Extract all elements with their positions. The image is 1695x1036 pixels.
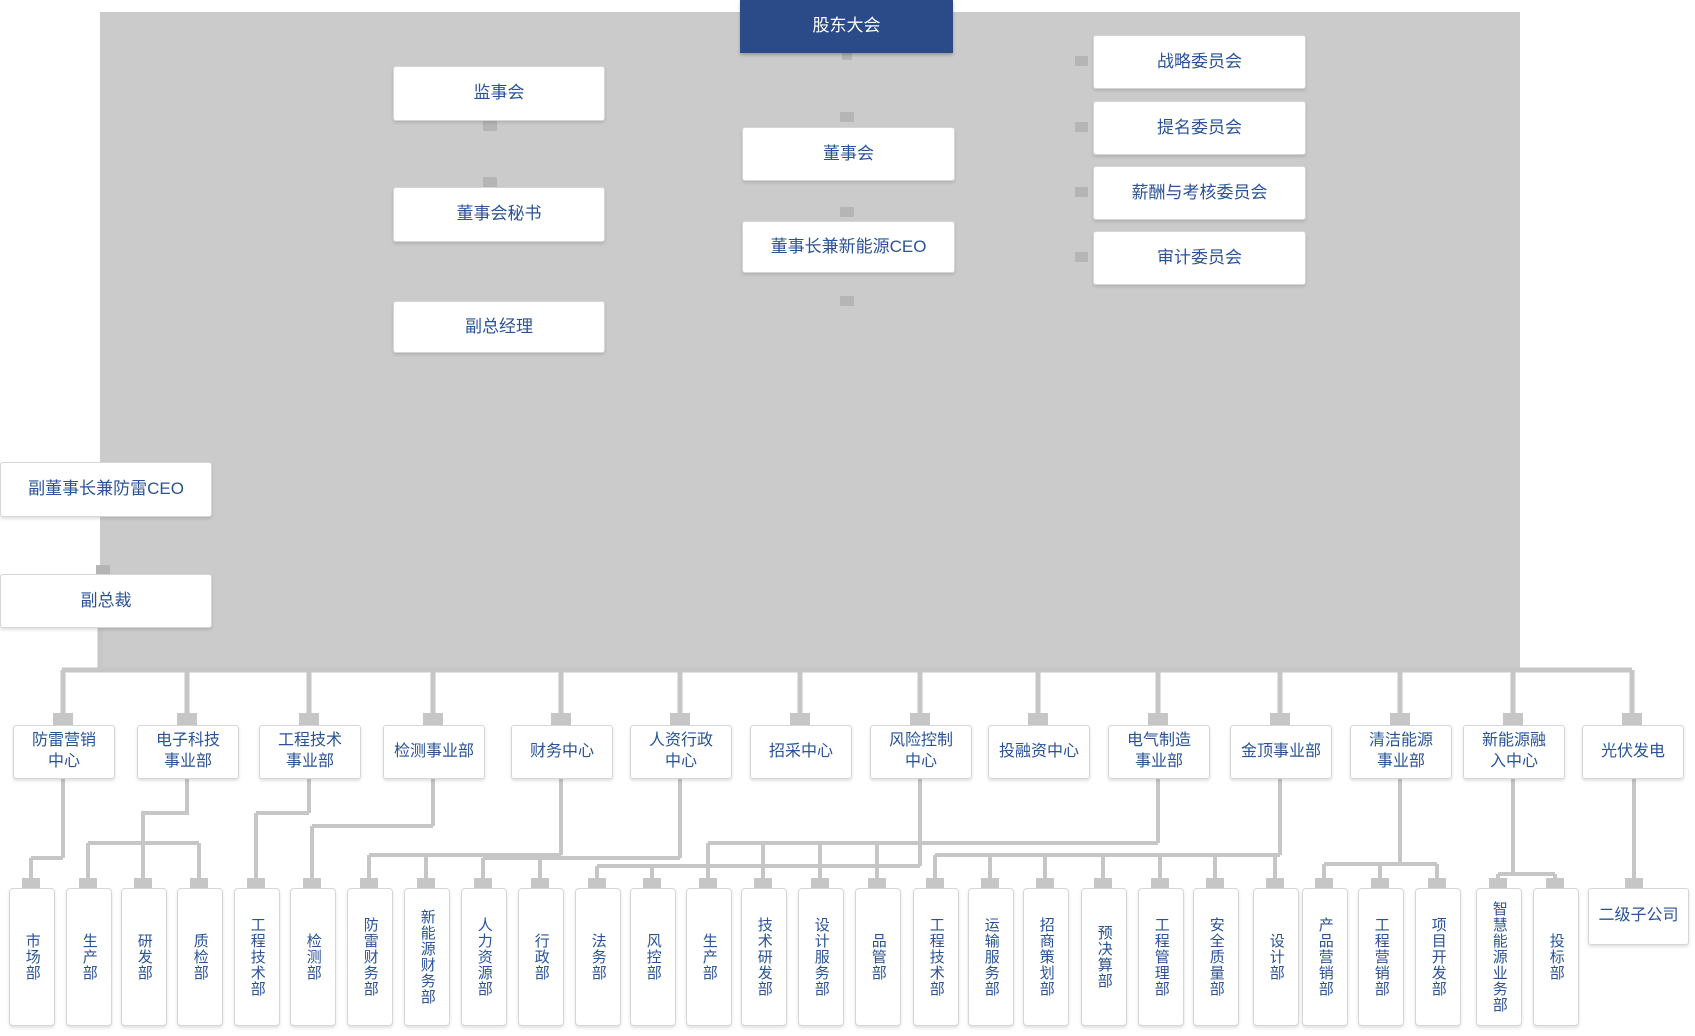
sub-dept-node: 设计部 — [1253, 888, 1299, 1026]
sub-dept-node: 投标部 — [1533, 888, 1579, 1026]
dept-node: 光伏发电 — [1582, 725, 1684, 779]
committee-node: 审计委员会 — [1093, 231, 1306, 285]
sub-dept-node: 品管部 — [855, 888, 901, 1026]
committee-node: 薪酬与考核委员会 — [1093, 166, 1306, 220]
sub-dept-node: 招商策划部 — [1023, 888, 1069, 1026]
dept-node: 新能源融 入中心 — [1463, 725, 1565, 779]
sub-dept-node: 产品营销部 — [1302, 888, 1348, 1026]
sub-dept-node: 生产部 — [686, 888, 732, 1026]
dept-node: 投融资中心 — [988, 725, 1090, 779]
node-subsidiary: 二级子公司 — [1588, 888, 1689, 945]
node-chairman-new-energy-ceo: 董事长兼新能源CEO — [742, 221, 955, 273]
dept-node: 工程技术 事业部 — [259, 725, 361, 779]
committee-node: 战略委员会 — [1093, 35, 1306, 89]
dept-node: 清洁能源 事业部 — [1350, 725, 1452, 779]
node-vice-president: 副总裁 — [0, 574, 212, 628]
sub-dept-node: 市场部 — [9, 888, 55, 1026]
node-shareholders-meeting: 股东大会 — [740, 0, 953, 53]
dept-node: 防雷营销 中心 — [13, 725, 115, 779]
sub-dept-node: 工程营销部 — [1358, 888, 1404, 1026]
dept-node: 检测事业部 — [383, 725, 485, 779]
dept-node: 财务中心 — [511, 725, 613, 779]
sub-dept-node: 安全质量部 — [1193, 888, 1239, 1026]
sub-dept-node: 工程管理部 — [1138, 888, 1184, 1026]
dept-node: 电气制造 事业部 — [1108, 725, 1210, 779]
sub-dept-node: 防雷财务部 — [347, 888, 393, 1026]
node-board-secretary: 董事会秘书 — [393, 187, 605, 242]
sub-dept-node: 设计服务部 — [798, 888, 844, 1026]
sub-dept-node: 法务部 — [575, 888, 621, 1026]
sub-dept-node: 生产部 — [66, 888, 112, 1026]
sub-dept-node: 工程技术部 — [234, 888, 280, 1026]
sub-dept-node: 工程技术部 — [913, 888, 959, 1026]
sub-dept-node: 技术研发部 — [741, 888, 787, 1026]
node-supervisory-board: 监事会 — [393, 66, 605, 121]
sub-dept-node: 检测部 — [290, 888, 336, 1026]
sub-dept-node: 质检部 — [177, 888, 223, 1026]
sub-dept-node: 预决算部 — [1081, 888, 1127, 1026]
sub-dept-node: 项目开发部 — [1415, 888, 1461, 1026]
sub-dept-node: 人力资源部 — [461, 888, 507, 1026]
dept-node: 风险控制 中心 — [870, 725, 972, 779]
sub-dept-node: 智慧能源业务部 — [1476, 888, 1522, 1026]
node-vice-chairman-lightning-ceo: 副董事长兼防雷CEO — [0, 462, 212, 517]
sub-dept-node: 新能源财务部 — [404, 888, 450, 1026]
dept-node: 电子科技 事业部 — [137, 725, 239, 779]
sub-dept-node: 行政部 — [518, 888, 564, 1026]
node-board-of-directors: 董事会 — [742, 127, 955, 181]
node-deputy-general-manager: 副总经理 — [393, 301, 605, 353]
dept-node: 招采中心 — [750, 725, 852, 779]
sub-dept-node: 研发部 — [121, 888, 167, 1026]
sub-dept-node: 运输服务部 — [968, 888, 1014, 1026]
dept-node: 金顶事业部 — [1230, 725, 1332, 779]
sub-dept-node: 风控部 — [630, 888, 676, 1026]
committee-node: 提名委员会 — [1093, 101, 1306, 155]
dept-node: 人资行政 中心 — [630, 725, 732, 779]
